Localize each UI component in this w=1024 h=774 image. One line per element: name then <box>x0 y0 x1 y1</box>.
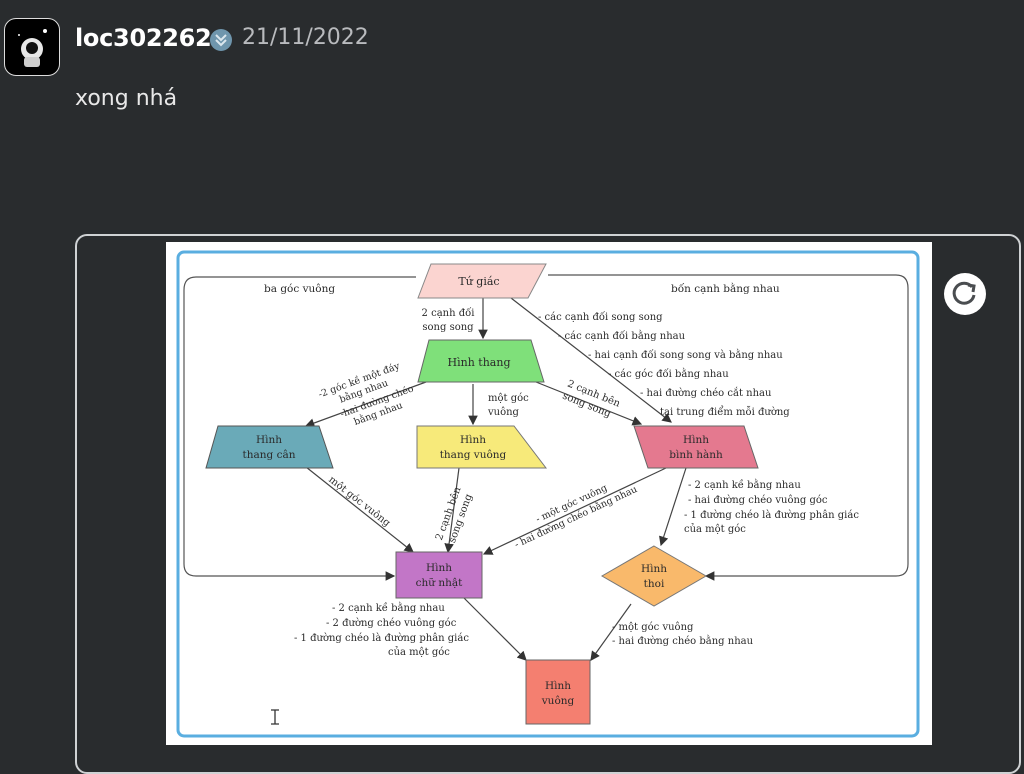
label-cn-v-1: - 2 cạnh kề bằng nhau <box>332 602 445 614</box>
label-cn-v-4: của một góc <box>388 647 450 658</box>
node-binh-hanh-1: Hình <box>683 434 709 446</box>
label-bh-cond-4: - các góc đối bằng nhau <box>608 368 729 380</box>
node-thang-can-2: thang cân <box>243 449 296 461</box>
label-thoi-v-1: - một góc vuông <box>612 622 694 633</box>
label-ba-goc-vuong: ba góc vuông <box>264 283 335 295</box>
shape-thang-vuong <box>416 425 548 469</box>
shape-binh-hanh <box>633 425 759 469</box>
label-bh-cond-3: - hai cạnh đối song song và bằng nhau <box>588 349 783 361</box>
node-thang-can-1: Hình <box>256 434 282 446</box>
label-bh-cond-6: tại trung điểm mỗi đường <box>660 406 790 418</box>
label-bh-cn-2: - hai đường chéo bằng nhau <box>513 483 640 551</box>
label-song-song-1: 2 cạnh đối <box>422 308 475 319</box>
shape-thoi <box>600 545 708 607</box>
label-mot-goc-1: một góc <box>488 393 529 404</box>
label-bh-thoi-3: - 1 đường chéo là đường phân giác <box>684 510 859 521</box>
text-cursor-icon <box>271 709 279 725</box>
shape-vuong <box>525 659 591 725</box>
node-vuong-1: Hình <box>545 680 571 692</box>
label-bh-thoi-2: - hai đường chéo vuông góc <box>688 495 828 506</box>
refresh-icon <box>952 281 976 305</box>
label-cn-v-2: - 2 đường chéo vuông góc <box>326 618 457 629</box>
label-song-song-2: song song <box>422 322 474 333</box>
node-binh-hanh-2: bình hành <box>669 449 723 461</box>
node-thoi-2: thoi <box>644 578 665 590</box>
label-cn-v-3: - 1 đường chéo là đường phân giác <box>294 633 469 644</box>
quadrilateral-diagram[interactable]: Tứ giác Hình thang Hình thang cân Hình t… <box>166 242 932 745</box>
post-date: 21/11/2022 <box>242 25 369 50</box>
diagram-canvas: Tứ giác Hình thang Hình thang cân Hình t… <box>176 250 920 738</box>
node-vuong-2: vuông <box>541 695 575 707</box>
label-bh-cond-5: - hai đường chéo cắt nhau <box>640 387 772 399</box>
node-thoi-1: Hình <box>641 563 667 575</box>
message-text: xong nhá <box>75 86 178 111</box>
node-hinh-thang: Hình thang <box>448 356 511 369</box>
username[interactable]: loc302262 <box>75 24 212 52</box>
label-bh-cond-1: - các cạnh đối song song <box>538 312 663 323</box>
loop-ba-goc-vuong <box>183 276 416 581</box>
avatar[interactable] <box>4 18 60 76</box>
loop-bon-canh <box>548 274 909 581</box>
node-chu-nhat-2: chữ nhật <box>416 577 464 589</box>
user-badge-icon <box>210 29 232 51</box>
node-thang-vuong-1: Hình <box>460 434 486 446</box>
shape-hinh-thang <box>417 339 545 383</box>
label-thoi-v-2: - hai đường chéo bằng nhau <box>612 635 754 647</box>
diagram-border <box>176 250 920 738</box>
shape-tu-giac <box>417 263 547 299</box>
label-bon-canh: bốn cạnh bằng nhau <box>671 282 780 295</box>
label-bh-thoi-4: của một góc <box>684 524 746 535</box>
shape-thang-can <box>205 425 334 469</box>
label-tc-to-cn: một góc vuông <box>326 474 392 529</box>
shape-chu-nhat <box>395 551 483 599</box>
node-chu-nhat-1: Hình <box>426 562 452 574</box>
refresh-button[interactable] <box>944 273 986 315</box>
astronaut-icon <box>18 29 47 67</box>
node-tu-giac: Tứ giác <box>458 275 499 288</box>
label-mot-goc-2: vuông <box>487 407 520 418</box>
label-bh-cond-2: - các cạnh đối bằng nhau <box>558 330 686 342</box>
node-thang-vuong-2: thang vuông <box>440 449 507 461</box>
label-bh-thoi-1: - 2 cạnh kề bằng nhau <box>688 479 801 491</box>
